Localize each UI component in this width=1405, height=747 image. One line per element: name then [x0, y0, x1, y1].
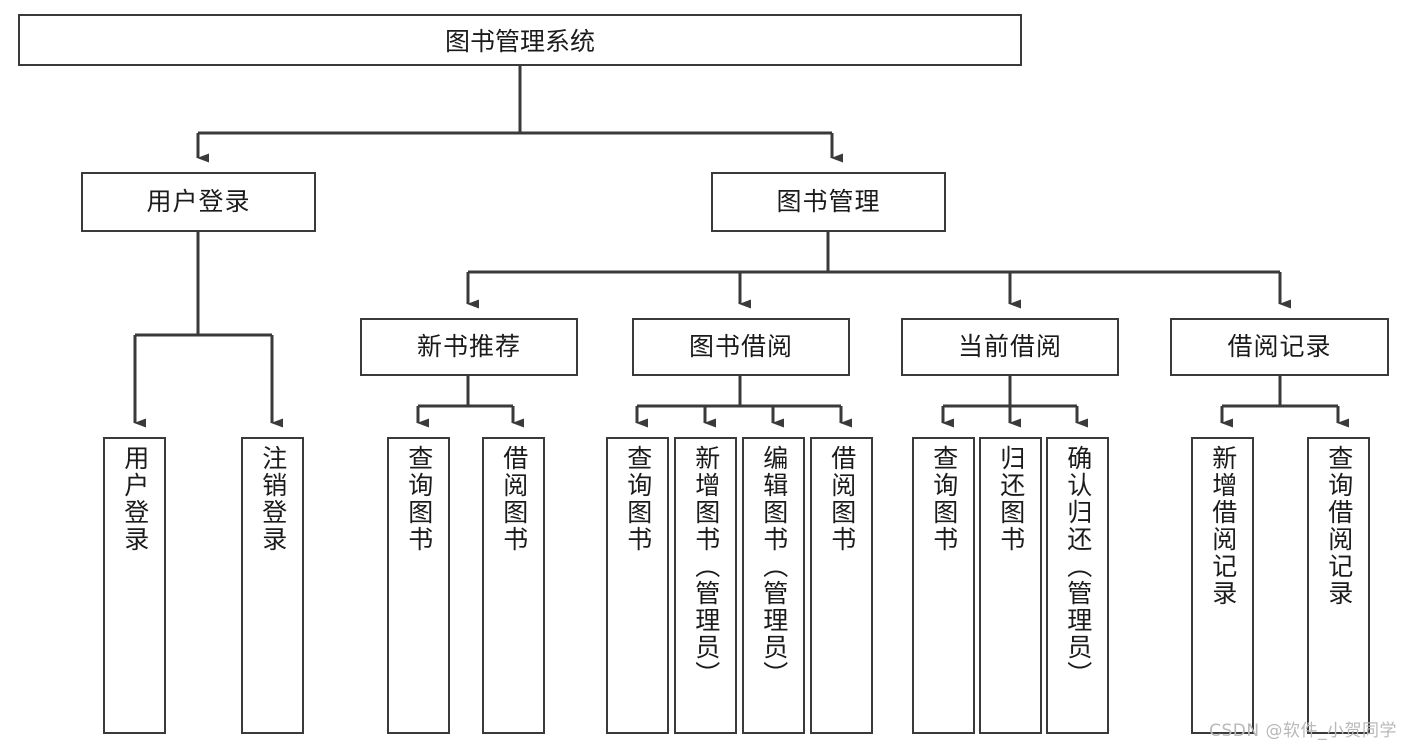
node-book-borrow[interactable]: 图书借阅 — [632, 318, 850, 376]
leaf-label: 编辑图书（管理员） — [759, 445, 789, 688]
leaf-label: 查询图书 — [623, 445, 653, 553]
node-borrow-record[interactable]: 借阅记录 — [1170, 318, 1389, 376]
leaf-query-book-current[interactable]: 查询图书 — [912, 437, 975, 734]
leaf-label: 借阅图书 — [827, 445, 857, 553]
leaf-label: 查询借阅记录 — [1324, 445, 1354, 607]
leaf-confirm-return-admin[interactable]: 确认归还（管理员） — [1046, 437, 1109, 734]
node-label: 图书借阅 — [688, 332, 793, 362]
leaf-user-login[interactable]: 用户登录 — [103, 437, 166, 734]
leaf-return-book[interactable]: 归还图书 — [979, 437, 1042, 734]
leaf-label: 确认归还（管理员） — [1063, 445, 1093, 688]
leaf-label: 归还图书 — [996, 445, 1026, 553]
leaf-query-book-borrow[interactable]: 查询图书 — [606, 437, 669, 734]
node-root-system[interactable]: 图书管理系统 — [18, 14, 1022, 66]
leaf-label: 查询图书 — [929, 445, 959, 553]
node-book-management[interactable]: 图书管理 — [711, 172, 946, 232]
node-label: 借阅记录 — [1227, 332, 1332, 362]
leaf-label: 用户登录 — [120, 445, 150, 553]
leaf-query-borrow-record[interactable]: 查询借阅记录 — [1307, 437, 1370, 734]
node-label: 新书推荐 — [416, 332, 521, 362]
node-label: 图书管理系统 — [444, 27, 595, 56]
node-label: 图书管理 — [776, 187, 881, 217]
leaf-label: 借阅图书 — [499, 445, 529, 553]
node-current-borrow[interactable]: 当前借阅 — [901, 318, 1119, 376]
node-label: 当前借阅 — [957, 332, 1062, 362]
leaf-edit-book-admin[interactable]: 编辑图书（管理员） — [742, 437, 805, 734]
leaf-query-book-recommend[interactable]: 查询图书 — [387, 437, 450, 734]
node-new-book-recommend[interactable]: 新书推荐 — [360, 318, 578, 376]
leaf-logout[interactable]: 注销登录 — [241, 437, 304, 734]
leaf-add-borrow-record[interactable]: 新增借阅记录 — [1191, 437, 1254, 734]
leaf-add-book-admin[interactable]: 新增图书（管理员） — [674, 437, 737, 734]
node-user-login[interactable]: 用户登录 — [81, 172, 316, 232]
node-label: 用户登录 — [146, 187, 251, 217]
leaf-label: 查询图书 — [404, 445, 434, 553]
leaf-label: 新增借阅记录 — [1208, 445, 1238, 607]
leaf-label: 注销登录 — [258, 445, 288, 553]
leaf-label: 新增图书（管理员） — [691, 445, 721, 688]
leaf-borrow-book-recommend[interactable]: 借阅图书 — [482, 437, 545, 734]
watermark: CSDN @软件_小贺同学 — [1209, 721, 1397, 741]
leaf-borrow-book[interactable]: 借阅图书 — [810, 437, 873, 734]
